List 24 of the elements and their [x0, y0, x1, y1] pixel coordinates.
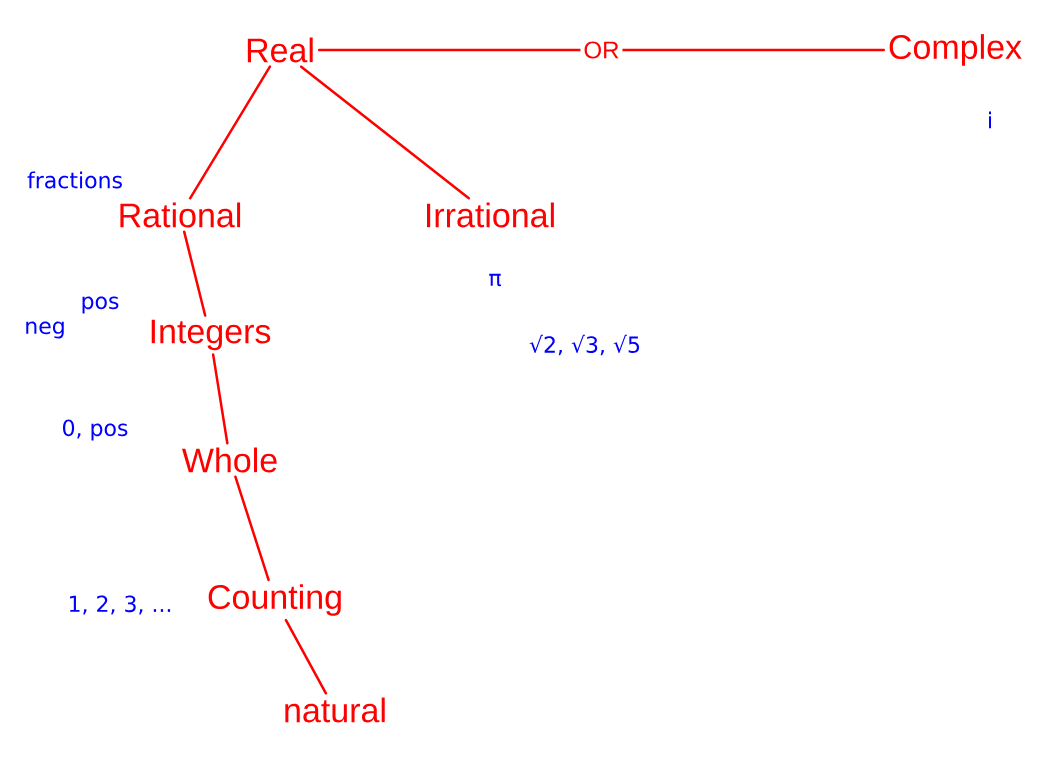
word-label: Complex	[889, 34, 1022, 66]
connector-line	[317, 48, 885, 52]
word-label: Integers	[151, 319, 271, 351]
annotation: neg	[26, 321, 64, 339]
connector-line	[182, 230, 207, 317]
word-label: Real	[247, 37, 313, 63]
annotation: π	[489, 273, 502, 287]
connector-line	[234, 475, 270, 582]
word-label: Irrational	[427, 202, 554, 228]
connector-line	[284, 618, 328, 695]
word-label: natural	[285, 697, 385, 723]
annotation: i	[989, 111, 991, 129]
word-label: Whole	[182, 447, 277, 473]
connector-line	[211, 353, 229, 445]
annotation: √2, √3, √5	[529, 334, 640, 356]
edge-label: OR	[580, 38, 623, 62]
annotation: 1, 2, 3, ...	[69, 595, 171, 615]
annotation: pos	[82, 296, 119, 314]
word-label: Counting	[208, 584, 341, 616]
connector-line	[299, 65, 471, 200]
annotation: fractions	[27, 171, 122, 189]
word-label: Rational	[120, 202, 241, 228]
annotation: 0, pos	[63, 419, 128, 441]
connector-line	[188, 65, 272, 200]
